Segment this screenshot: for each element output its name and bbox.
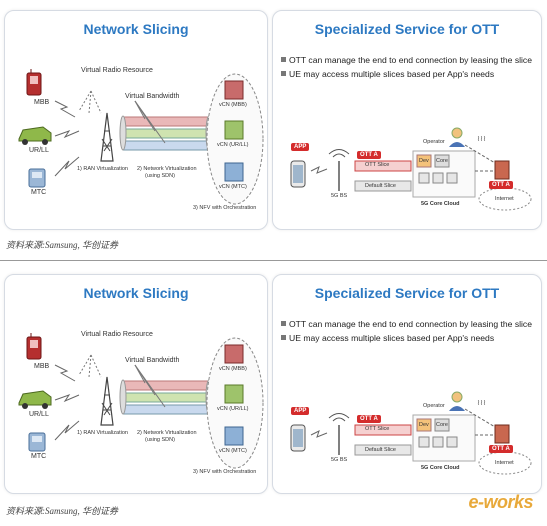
- core-cloud-label: 5G Core Cloud: [421, 201, 460, 207]
- smartphone-icon: [290, 424, 306, 452]
- ott-slice-label: OTT Slice: [365, 162, 390, 168]
- vcn-mbb-label: vCN (MBB): [219, 102, 247, 108]
- operator-label: Operator: [423, 403, 445, 409]
- slide-section-2: Network Slicing: [0, 264, 547, 526]
- operator-label: Operator: [423, 139, 445, 145]
- ott-bullet-2: UE may access multiple slices based per …: [281, 69, 494, 79]
- ott-service-diagram: ≀≀≀: [290, 391, 532, 475]
- server-icon: [224, 80, 244, 182]
- server-icon: [494, 424, 510, 444]
- virtual-radio-resource-label: Virtual Radio Resource: [81, 331, 153, 338]
- ott-a-right-tag: OTT A: [489, 445, 513, 453]
- server-icon: [224, 344, 244, 446]
- vcn-mtc-label: vCN (MTC): [219, 184, 247, 190]
- vcn-urll-label: vCN (UR/LL): [217, 142, 249, 148]
- default-slice-label: Default Slice: [365, 183, 396, 189]
- car-icon: [18, 390, 52, 409]
- step-network-virtualization-sub: (using SDN): [145, 173, 175, 179]
- app-tag: APP: [291, 143, 310, 151]
- ott-bullet-2: UE may access multiple slices based per …: [281, 333, 494, 343]
- step-nfv-orchestration: 3) NFV with Orchestration: [193, 469, 257, 475]
- step-ran-virtualization: 1) RAN Virtualization: [77, 166, 128, 172]
- core-box-a-label: Dev: [419, 422, 429, 428]
- step-nfv-orchestration: 3) NFV with Orchestration: [193, 205, 257, 211]
- sensor-icon: [28, 432, 46, 452]
- ott-bullet-1: OTT can manage the end to end connection…: [281, 55, 532, 65]
- network-slicing-title: Network Slicing: [83, 285, 189, 301]
- vcn-urll-label: vCN (UR/LL): [217, 406, 249, 412]
- network-slicing-panel: Network Slicing: [4, 10, 268, 230]
- ott-service-diagram: ≀≀≀: [290, 127, 532, 211]
- step-network-virtualization: 2) Network Virtualization: [137, 430, 197, 436]
- tower-icon: [328, 413, 350, 455]
- internet-label: Internet: [495, 460, 514, 466]
- tower-icon: [328, 149, 350, 191]
- ott-service-title: Specialized Service for OTT: [314, 21, 500, 37]
- source-caption: 资料来源:Samsung, 华创证券: [6, 506, 118, 516]
- ott-bullet-1: OTT can manage the end to end connection…: [281, 319, 532, 329]
- phone-icon: [26, 333, 42, 360]
- ott-service-panel: Specialized Service for OTT OTT can mana…: [272, 10, 542, 230]
- source-caption: 资料来源:Samsung, 华创证券: [6, 240, 118, 250]
- smartphone-icon: [290, 160, 306, 188]
- device-label-urll: UR/LL: [29, 411, 49, 418]
- server-icon: [494, 160, 510, 180]
- ott-slice-label: OTT Slice: [365, 426, 390, 432]
- vcn-mbb-label: vCN (MBB): [219, 366, 247, 372]
- step-network-virtualization: 2) Network Virtualization: [137, 166, 197, 172]
- device-label-urll: UR/LL: [29, 147, 49, 154]
- vcn-mtc-label: vCN (MTC): [219, 448, 247, 454]
- virtual-radio-resource-label: Virtual Radio Resource: [81, 67, 153, 74]
- ott-service-title: Specialized Service for OTT: [314, 285, 500, 301]
- tower-icon: [100, 376, 114, 426]
- internet-label: Internet: [495, 196, 514, 202]
- core-box-a-label: Dev: [419, 158, 429, 164]
- device-label-mtc: MTC: [31, 189, 47, 196]
- network-slicing-panel: Network Slicing: [4, 274, 268, 494]
- person-icon: [449, 391, 465, 411]
- ott-service-panel: Specialized Service for OTT OTT can mana…: [272, 274, 542, 494]
- svg-text:≀≀≀: ≀≀≀: [477, 134, 486, 143]
- default-slice-label: Default Slice: [365, 447, 396, 453]
- step-ran-virtualization: 1) RAN Virtualization: [77, 430, 128, 436]
- network-slicing-diagram: [18, 333, 264, 469]
- tower-icon: [100, 112, 114, 162]
- core-box-b-label: Core: [436, 158, 448, 164]
- cloud-icon: [478, 187, 532, 211]
- ott-a-right-tag: OTT A: [489, 181, 513, 189]
- cloud-icon: [478, 451, 532, 475]
- sensor-icon: [28, 168, 46, 188]
- device-label-mbb: MBB: [34, 99, 50, 106]
- eworks-watermark: e-works: [468, 492, 533, 512]
- bs-label: 5G BS: [331, 193, 348, 199]
- app-tag: APP: [291, 407, 310, 415]
- virtual-bandwidth-label: Virtual Bandwidth: [125, 357, 180, 364]
- phone-icon: [26, 69, 42, 96]
- slide-section-1: Network Slicing: [0, 0, 547, 262]
- ott-a-tag: OTT A: [357, 151, 381, 159]
- ott-a-tag: OTT A: [357, 415, 381, 423]
- svg-text:≀≀≀: ≀≀≀: [477, 398, 486, 407]
- device-label-mbb: MBB: [34, 363, 50, 370]
- step-network-virtualization-sub: (using SDN): [145, 437, 175, 443]
- section-divider: [0, 260, 547, 261]
- core-cloud-label: 5G Core Cloud: [421, 465, 460, 471]
- core-box-b-label: Core: [436, 422, 448, 428]
- person-icon: [449, 127, 465, 147]
- network-slicing-title: Network Slicing: [83, 21, 189, 37]
- bs-label: 5G BS: [331, 457, 348, 463]
- device-label-mtc: MTC: [31, 453, 47, 460]
- network-slicing-diagram: [18, 69, 264, 205]
- car-icon: [18, 126, 52, 145]
- virtual-bandwidth-label: Virtual Bandwidth: [125, 93, 180, 100]
